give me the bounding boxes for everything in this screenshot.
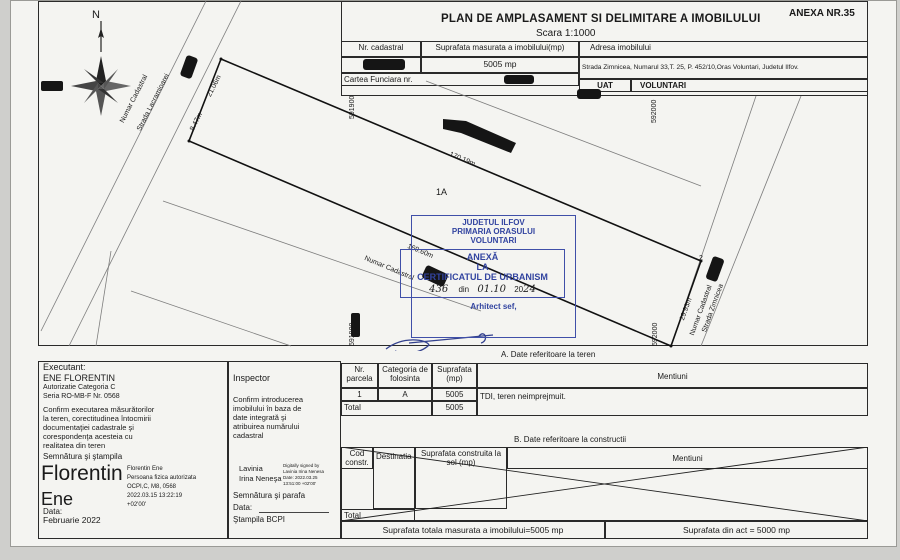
inspector-signature-label: Semnătura şi parafa (233, 491, 306, 500)
stamp-arhitect: Arhitect sef, (470, 302, 517, 311)
section-a-cell-nr: 1 (341, 388, 378, 401)
coord-label-3: 592000 (652, 322, 659, 346)
executant-signature-big-1: Florentin (41, 462, 123, 485)
stamp-line: JUDETUL ILFOV (462, 218, 525, 227)
urbanism-stamp: JUDETUL ILFOV PRIMARIA ORASULUI VOLUNTAR… (400, 215, 576, 338)
executant-data-value: Februarie 2022 (43, 515, 101, 525)
section-a-cell-suprafata: 5005 (432, 388, 477, 401)
page-title: PLAN DE AMPLASAMENT SI DELIMITARE A IMOB… (441, 13, 761, 25)
coord-label-1: 591900 (349, 95, 356, 119)
uat-value-cell: VOLUNTARI (631, 79, 868, 92)
section-b-header-destinatia: Destinatia (373, 447, 415, 509)
document-sheet: ANEXA NR.35 PLAN DE AMPLASAMENT SI DELIM… (10, 0, 897, 547)
suprafata-value-cell: 5005 mp (421, 57, 579, 73)
executant-autorizatie: Autorizatie Categoria C (43, 384, 116, 391)
annex-label: ANEXA NR.35 (789, 8, 855, 19)
section-a-total-value: 5005 (432, 401, 477, 416)
executant-confirm-5: realitatea din teren (43, 441, 106, 450)
stamp-din-label: din (458, 285, 470, 294)
section-a-header-suprafata: Suprafata (mp) (432, 363, 477, 388)
executant-data-label: Data: (43, 507, 63, 516)
section-a-total-label: Total (341, 401, 432, 416)
stamp-year-prefix: 20 (514, 285, 524, 294)
stamp-number: 436 (429, 284, 449, 295)
stamp-line: CERTIFICATUL DE URBANISM (417, 272, 548, 282)
executant-name: ENE FLORENTIN (43, 373, 116, 383)
cartea-funciara-cell: Cartea Funciara nr. (341, 73, 579, 86)
executant-confirm-1: Confirm executarea măsurătorilor (43, 405, 155, 414)
stamp-line: LA (476, 262, 489, 272)
section-b-header-suprafata: Suprafata construita la sol (mp) (415, 447, 507, 509)
inspector-confirm-3: date integrată şi (233, 413, 287, 422)
footer-act-surface: Suprafata din act = 5000 mp (605, 521, 868, 539)
site-plan-drawing (40, 1, 802, 351)
inspector-name-2: Irina Neneşa (239, 474, 282, 483)
inspector-digital-sig-4: 13:51:00 +02'00' (283, 481, 317, 486)
compass-rose-icon (71, 21, 131, 116)
inspector-data-label: Data: (233, 503, 253, 512)
coord-label-2: 592000 (651, 99, 658, 123)
section-b-total-label: Total (341, 509, 415, 521)
stamp-line: PRIMARIA ORASULUI (451, 227, 536, 236)
section-a-cell-categoria: A (378, 388, 432, 401)
uat-label-cell: UAT (579, 79, 631, 92)
redaction-bar (577, 89, 601, 99)
inspector-confirm-5: cadastral (233, 431, 264, 440)
adresa-value-cell: Strada Zimnicea, Numarul 33,T. 25, P. 45… (579, 57, 868, 79)
north-label: N (92, 9, 100, 21)
parcel-id-label: 1A (436, 187, 448, 197)
executant-box (38, 361, 228, 539)
section-a-title: A. Date referitoare la teren (501, 350, 596, 359)
inspector-name-1: Lavinia (239, 464, 263, 473)
header-col-suprafata: Suprafata masurata a imobilului(mp) (421, 41, 579, 57)
stamp-line: ANEXĂ (466, 252, 499, 262)
section-a-header-categoria: Categoria de folosinta (378, 363, 432, 388)
redaction-bar (504, 75, 534, 84)
executant-digital-sig-1: Florentin Ene (127, 466, 163, 472)
executant-digital-sig-5: +02'00' (127, 502, 147, 508)
redaction-bar (363, 59, 405, 70)
inspector-confirm-4: atribuirea numărului (233, 422, 300, 431)
vertex-2-label: 2 (699, 255, 703, 262)
executant-seria: Seria RO-MB-F Nr. 0568 (43, 393, 120, 400)
stamp-date: 01.10 (477, 284, 506, 295)
executant-digital-sig-2: Persoana fizica autorizata (127, 475, 197, 481)
executant-signature-label: Semnătura şi ştampila (43, 452, 123, 461)
section-a-header-mentiuni: Mentiuni (477, 363, 868, 388)
inspector-confirm-2: imobilului în baza de (233, 404, 302, 413)
executant-digital-sig-4: 2022.03.15 13:22:19 (127, 493, 183, 499)
section-b-title: B. Date referitoare la constructii (514, 435, 627, 444)
nr-cadastral-value-cell (341, 57, 421, 73)
section-b-header-mentiuni: Mentiuni (507, 447, 868, 469)
inspector-header: Inspector (233, 373, 271, 383)
inspector-digital-sig-1: Digitally signed by (283, 463, 320, 468)
header-col-nr-cadastral: Nr. cadastral (341, 41, 421, 57)
inspector-digital-sig-3: Date: 2022.03.25 (283, 475, 318, 480)
section-b-header-cod: Cod constr. (341, 447, 373, 469)
executant-header: Executant: (43, 362, 86, 372)
stamp-line: VOLUNTARI (470, 236, 517, 245)
stamp-year: 24 (523, 284, 536, 295)
scale-label: Scara 1:1000 (536, 28, 596, 39)
coord-label-4: 591900 (349, 322, 356, 346)
footer-total-measured: Suprafata totala masurata a imobilului=5… (341, 521, 605, 539)
executant-digital-sig-3: OCPI,C, M8, 0568 (127, 484, 177, 490)
section-b-cross-out (341, 447, 868, 521)
executant-confirm-4: corespondenţa acesteia cu (43, 432, 133, 441)
inspector-confirm-1: Confirm introducerea (233, 395, 304, 404)
inspector-box (228, 361, 341, 539)
executant-confirm-3: documentaţiei cadastrale şi (43, 423, 134, 432)
header-col-adresa: Adresa imobilului (579, 41, 868, 57)
section-a-header-nr: Nr. parcela (341, 363, 378, 388)
inspector-stampila: Ştampila BCPI (233, 515, 286, 524)
section-a-cell-mentiuni: TDI, teren neimprejmuit. (477, 388, 868, 416)
inspector-digital-sig-2: Lavinia Irina Nenesa (283, 469, 325, 474)
executant-signature-big-2: Ene (41, 489, 74, 509)
inspector-data-line (259, 512, 329, 513)
executant-confirm-2: la teren, corectitudinea întocmirii (43, 414, 151, 423)
